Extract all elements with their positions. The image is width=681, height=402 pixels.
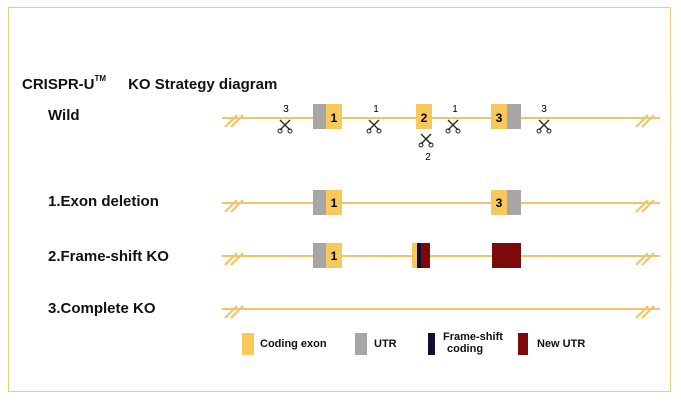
legend-label-utr: UTR: [374, 338, 397, 350]
diagram-frame: [8, 7, 671, 392]
coding-exon: [491, 104, 507, 129]
utr-block: [313, 190, 326, 215]
cut-site-label: 1: [373, 104, 379, 115]
legend: [242, 333, 528, 355]
row-frame-shift: 1: [222, 243, 660, 268]
cut-site-label: 3: [541, 104, 547, 115]
coding-exon: [491, 190, 507, 215]
cut-site-label: 1: [452, 104, 458, 115]
cut-site-label: 3: [283, 104, 289, 115]
exon-label: 2: [421, 111, 428, 125]
legend-swatch-frame-shift: [428, 333, 435, 355]
scissors-icon: [445, 119, 461, 134]
scissors-icon: [366, 119, 382, 134]
coding-exon: [326, 243, 342, 268]
utr-block: [507, 190, 521, 215]
break-mark-right: [634, 251, 656, 267]
new-utr-block: [492, 243, 521, 268]
legend-label-new-utr: New UTR: [537, 338, 586, 350]
scissors-icon: [277, 119, 293, 134]
row-label-frame-shift: 2.Frame-shift KO: [48, 248, 169, 265]
coding-exon: [326, 104, 342, 129]
scissors-icon: [418, 133, 434, 148]
exon-label: 3: [496, 196, 503, 210]
row-wild: 1 2 3 3 1 1 3 2: [222, 104, 660, 163]
legend-label-coding-exon: Coding exon: [260, 338, 327, 350]
row-label-exon-deletion: 1.Exon deletion: [48, 193, 159, 210]
row-label-wild: Wild: [48, 107, 80, 124]
legend-swatch-utr: [355, 333, 367, 355]
new-utr-block: [421, 243, 430, 268]
row-label-complete-ko: 3.Complete KO: [48, 300, 156, 317]
break-mark-right: [634, 198, 656, 214]
exon-label: 3: [496, 111, 503, 125]
break-mark-left: [223, 304, 245, 320]
utr-block: [313, 104, 326, 129]
break-mark-left: [223, 113, 245, 129]
exon-label: 1: [331, 249, 338, 263]
break-mark-left: [223, 251, 245, 267]
break-mark-right: [634, 113, 656, 129]
coding-exon: [326, 190, 342, 215]
exon-label: 1: [331, 111, 338, 125]
row-complete-ko: [222, 304, 660, 320]
exon-label: 1: [331, 196, 338, 210]
row-exon-deletion: 1 3: [222, 190, 660, 215]
utr-block: [507, 104, 521, 129]
cut-site-label: 2: [425, 152, 431, 163]
utr-block: [313, 243, 326, 268]
legend-swatch-new-utr: [518, 333, 528, 355]
legend-swatch-coding-exon: [242, 333, 254, 355]
break-mark-left: [223, 198, 245, 214]
frame-shift-block: [417, 243, 421, 268]
break-mark-right: [634, 304, 656, 320]
coding-exon: [412, 243, 417, 268]
scissors-icon: [536, 119, 552, 134]
coding-exon: [416, 104, 432, 129]
